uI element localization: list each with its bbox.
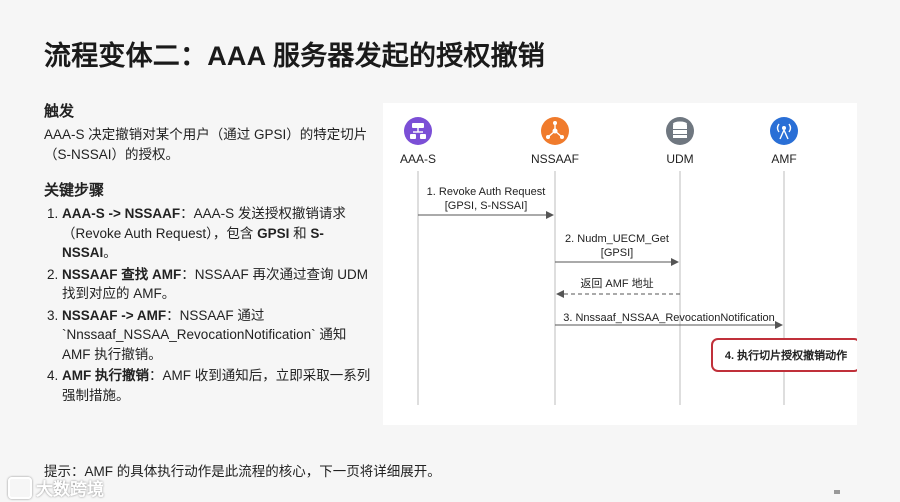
message-2-params: [GPSI] xyxy=(601,247,633,259)
step-4-text: ：AMF 收到通知后，立即采取一系列强制措施。 xyxy=(62,368,371,403)
step-4-label: AMF 执行撤销 xyxy=(62,368,149,383)
step-2-text: ：NSSAAF 再次通过查询 UDM 找到对应的 AMF。 xyxy=(62,266,369,302)
brand-mark-icon xyxy=(8,476,32,499)
step-1-label: AAA-S -> NSSAAF xyxy=(62,206,181,221)
actor-label-nssaaf: NSSAAF xyxy=(531,152,579,166)
brand-logo: 大数跨境 xyxy=(8,475,104,500)
trigger-text: AAA-S 决定撤销对某个用户（通过 GPSI）的特定切片（S-NSSAI）的授… xyxy=(44,127,368,162)
message-2-label: 2. Nudm_UECM_Get xyxy=(565,233,669,245)
left-column: 触发 AAA-S 决定撤销对某个用户（通过 GPSI）的特定切片（S-NSSAI… xyxy=(44,100,374,407)
sequence-diagram-svg: AAA-S NSSAAF UDM AMF 1. Revoke Auth Requ… xyxy=(400,117,857,405)
steps-heading: 关键步骤 xyxy=(44,182,105,199)
sequence-diagram: AAA-S NSSAAF UDM AMF 1. Revoke Auth Requ… xyxy=(383,103,857,425)
message-1-label: 1. Revoke Auth Request xyxy=(427,186,546,198)
step-item: AAA-S -> NSSAAF：AAA-S 发送授权撤销请求（Revoke Au… xyxy=(62,204,374,263)
step-item: AMF 执行撤销：AMF 收到通知后，立即采取一系列强制措施。 xyxy=(62,366,374,405)
step-1-end: 。 xyxy=(103,245,117,260)
steps-list: AAA-S -> NSSAAF：AAA-S 发送授权撤销请求（Revoke Au… xyxy=(44,204,374,405)
slide-indicator xyxy=(834,490,840,494)
trigger-heading: 触发 xyxy=(44,103,75,120)
step-1-snssai: S-NSSAI xyxy=(62,225,324,261)
step-3-label: NSSAAF -> AMF xyxy=(62,307,167,323)
step-1-gpsi: GPSI xyxy=(257,225,290,241)
brand-name: 大数跨境 xyxy=(36,480,104,499)
database-icon xyxy=(666,117,694,145)
hub-network-icon xyxy=(541,117,569,145)
message-return-label: 返回 AMF 地址 xyxy=(580,276,653,290)
flow-network-icon xyxy=(404,117,432,145)
actor-label-udm: UDM xyxy=(666,152,693,166)
action-label: 4. 执行切片授权撤销动作 xyxy=(725,348,847,362)
step-1-text: ：AAA-S 发送授权撤销请求（Revoke Auth Request），包含 xyxy=(62,206,346,241)
actor-label-amf: AMF xyxy=(771,152,796,166)
footer-note: 提示：AMF 的具体执行动作是此流程的核心，下一页将详细展开。 xyxy=(44,464,441,479)
step-3-text: ：NSSAAF 通过 `Nnssaaf_NSSAA_RevocationNoti… xyxy=(62,307,347,362)
step-1-and: 和 xyxy=(289,225,311,241)
step-item: NSSAAF 查找 AMF：NSSAAF 再次通过查询 UDM 找到对应的 AM… xyxy=(62,265,374,304)
message-3-label: 3. Nnssaaf_NSSAA_RevocationNotification xyxy=(563,312,775,324)
step-2-label: NSSAAF 查找 AMF xyxy=(62,266,182,282)
action-highlight-box xyxy=(711,338,857,372)
antenna-icon xyxy=(770,117,798,145)
step-item: NSSAAF -> AMF：NSSAAF 通过 `Nnssaaf_NSSAA_R… xyxy=(62,306,374,365)
actor-label-aaa-s: AAA-S xyxy=(400,152,436,166)
message-1-params: [GPSI, S-NSSAI] xyxy=(445,200,528,212)
page-title: 流程变体二：AAA 服务器发起的授权撤销 xyxy=(44,41,545,71)
